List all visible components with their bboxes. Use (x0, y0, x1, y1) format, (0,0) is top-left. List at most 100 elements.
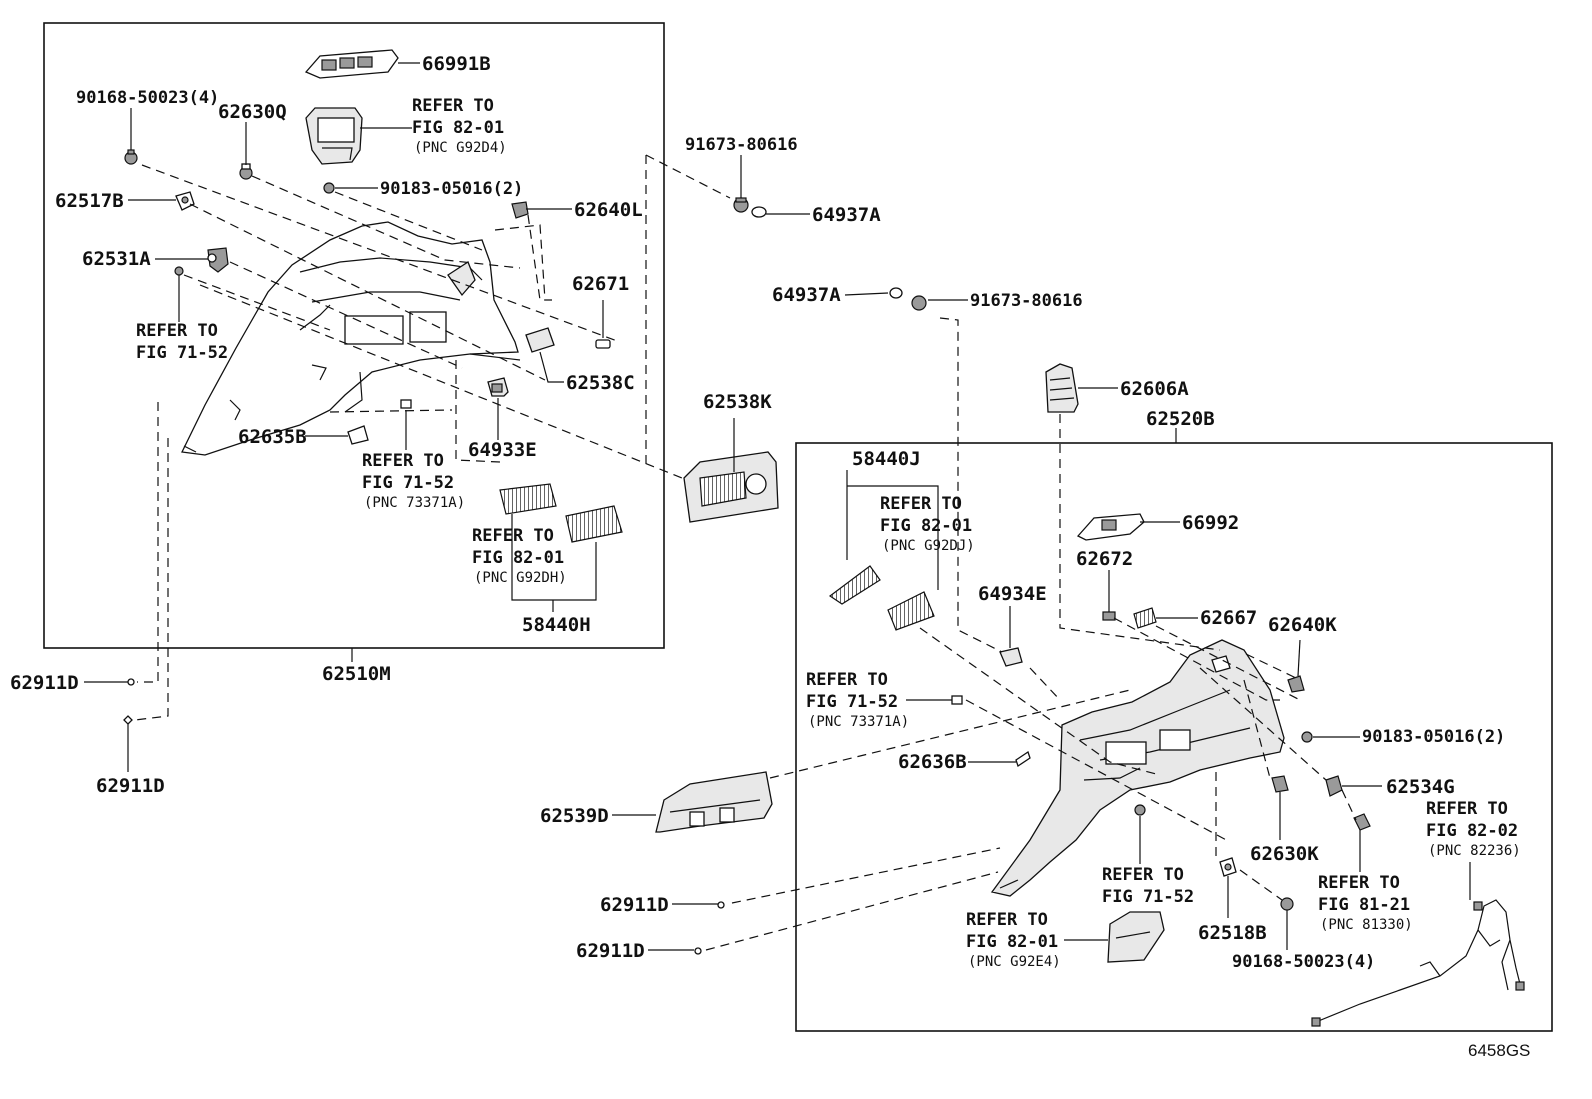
refer-note-73371a-left: REFER TO FIG 71-52 (PNC 73371A) (362, 451, 465, 511)
quarter-trim-panel-right-part (990, 639, 1285, 897)
diagram-code: 6458GS (1468, 1041, 1530, 1060)
svg-text:REFER TO: REFER TO (472, 526, 554, 546)
label-91673-80616-top: 91673-80616 (685, 135, 798, 155)
label-62518b: 62518B (1198, 922, 1267, 944)
svg-text:FIG 82-01: FIG 82-01 (472, 548, 564, 568)
part-clip-62518b (1219, 857, 1237, 877)
part-clip-62630k (1271, 775, 1289, 793)
label-90168-50023-left: 90168-50023(4) (76, 88, 219, 108)
label-62636b: 62636B (898, 751, 967, 773)
refer-note-g92dj: REFER TO FIG 82-01 (PNC G92DJ) (880, 494, 975, 554)
assembly-box-left (43, 22, 665, 649)
part-62606a (1045, 363, 1079, 413)
part-cap-64937a-mid (889, 287, 903, 299)
label-62911d-2: 62911D (96, 775, 165, 797)
part-rivet-62911d-4 (694, 947, 702, 955)
svg-text:(PNC 82236): (PNC 82236) (1428, 843, 1521, 859)
svg-text:(PNC 73371A): (PNC 73371A) (364, 495, 465, 511)
part-73371a-right (951, 695, 963, 705)
svg-text:(PNC 81330): (PNC 81330) (1320, 917, 1413, 933)
part-clip-62531a (207, 247, 229, 273)
label-62640l: 62640L (574, 199, 643, 221)
part-62635b (347, 425, 369, 445)
svg-text:REFER TO: REFER TO (412, 96, 494, 116)
label-66992: 66992 (1182, 512, 1239, 534)
svg-text:FIG 71-52: FIG 71-52 (136, 343, 228, 363)
label-62630q: 62630Q (218, 101, 287, 123)
part-62667 (1133, 607, 1157, 629)
label-62517b: 62517B (55, 190, 124, 212)
part-register-g92dj-2 (887, 591, 935, 631)
label-assembly-62510m: 62510M (322, 663, 391, 685)
svg-text:FIG 82-01: FIG 82-01 (966, 932, 1058, 952)
label-62534g: 62534G (1386, 776, 1455, 798)
svg-text:FIG 81-21: FIG 81-21 (1318, 895, 1410, 915)
svg-text:FIG 82-01: FIG 82-01 (412, 118, 504, 138)
label-62911d-3: 62911D (600, 894, 669, 916)
label-62672: 62672 (1076, 548, 1133, 570)
refer-note-82236: REFER TO FIG 82-02 (PNC 82236) (1426, 799, 1521, 859)
svg-text:REFER TO: REFER TO (880, 494, 962, 514)
part-nut-90183-right (1301, 731, 1313, 743)
part-clip-62517b (175, 191, 195, 211)
svg-text:(PNC G92E4): (PNC G92E4) (968, 954, 1061, 970)
label-64933e: 64933E (468, 439, 537, 461)
part-screw-90168 (124, 149, 138, 165)
reference-notes: REFER TO FIG 82-01 (PNC G92D4) REFER TO … (136, 96, 1521, 970)
refer-note-7152-left: REFER TO FIG 71-52 (136, 321, 228, 363)
assembly-box-right (795, 442, 1553, 1032)
part-73371a-left (400, 399, 412, 409)
refer-note-g92dh: REFER TO FIG 82-01 (PNC G92DH) (472, 526, 567, 586)
part-wire-harness-82236 (1311, 899, 1525, 1027)
part-62636b (1015, 750, 1031, 768)
part-66992 (1076, 513, 1145, 541)
part-labels: 66991B 90168-50023(4) 62630Q 90183-05016… (10, 53, 1505, 972)
part-connector-81330 (1353, 813, 1371, 831)
leader-lines (84, 62, 1471, 951)
part-clip-62640k (1287, 675, 1305, 693)
svg-text:FIG 71-52: FIG 71-52 (806, 692, 898, 712)
label-64934e: 64934E (978, 583, 1047, 605)
part-62539d (655, 771, 773, 833)
part-62538k (683, 451, 779, 523)
label-62911d-1: 62911D (10, 672, 79, 694)
svg-text:REFER TO: REFER TO (806, 670, 888, 690)
label-90183-05016-left: 90183-05016(2) (380, 179, 523, 199)
quarter-trim-panel-left-part (181, 221, 521, 456)
svg-text:REFER TO: REFER TO (362, 451, 444, 471)
svg-text:(PNC 73371A): (PNC 73371A) (808, 714, 909, 730)
label-62538k: 62538K (703, 391, 772, 413)
part-62672 (1102, 611, 1116, 621)
label-62640k: 62640K (1268, 614, 1337, 636)
svg-text:FIG 82-01: FIG 82-01 (880, 516, 972, 536)
label-62635b: 62635B (238, 426, 307, 448)
svg-text:REFER TO: REFER TO (136, 321, 218, 341)
refer-note-7152-right: REFER TO FIG 71-52 (1102, 865, 1194, 907)
part-clip-62630q (239, 163, 253, 180)
part-62671 (595, 339, 611, 349)
part-bolt-91673-mid (911, 295, 927, 311)
label-62606a: 62606A (1120, 378, 1189, 400)
label-90168-50023-right: 90168-50023(4) (1232, 952, 1375, 972)
label-64937a-top: 64937A (812, 204, 881, 226)
part-rivet-62911d-1 (127, 678, 135, 686)
label-64937a-mid: 64937A (772, 284, 841, 306)
part-64934e (999, 647, 1023, 667)
part-bolt-91673-top (733, 197, 749, 213)
refer-note-73371a-right: REFER TO FIG 71-52 (PNC 73371A) (806, 670, 909, 730)
label-assembly-62520b: 62520B (1146, 408, 1215, 430)
svg-text:FIG 71-52: FIG 71-52 (362, 473, 454, 493)
svg-text:(PNC G92DJ): (PNC G92DJ) (882, 538, 975, 554)
part-rivet-62911d-3 (717, 901, 725, 909)
part-register-g92dh-2 (565, 505, 623, 543)
part-64933e (487, 377, 509, 397)
part-screw-90168-right (1280, 897, 1294, 911)
label-58440h: 58440H (522, 614, 591, 636)
label-62538c: 62538C (566, 372, 635, 394)
label-62911d-4: 62911D (576, 940, 645, 962)
part-register-g92dh-1 (499, 483, 557, 515)
part-nut-refer-7152-right (1134, 804, 1146, 816)
part-clip-62534g (1325, 775, 1343, 797)
label-91673-80616-mid: 91673-80616 (970, 291, 1083, 311)
